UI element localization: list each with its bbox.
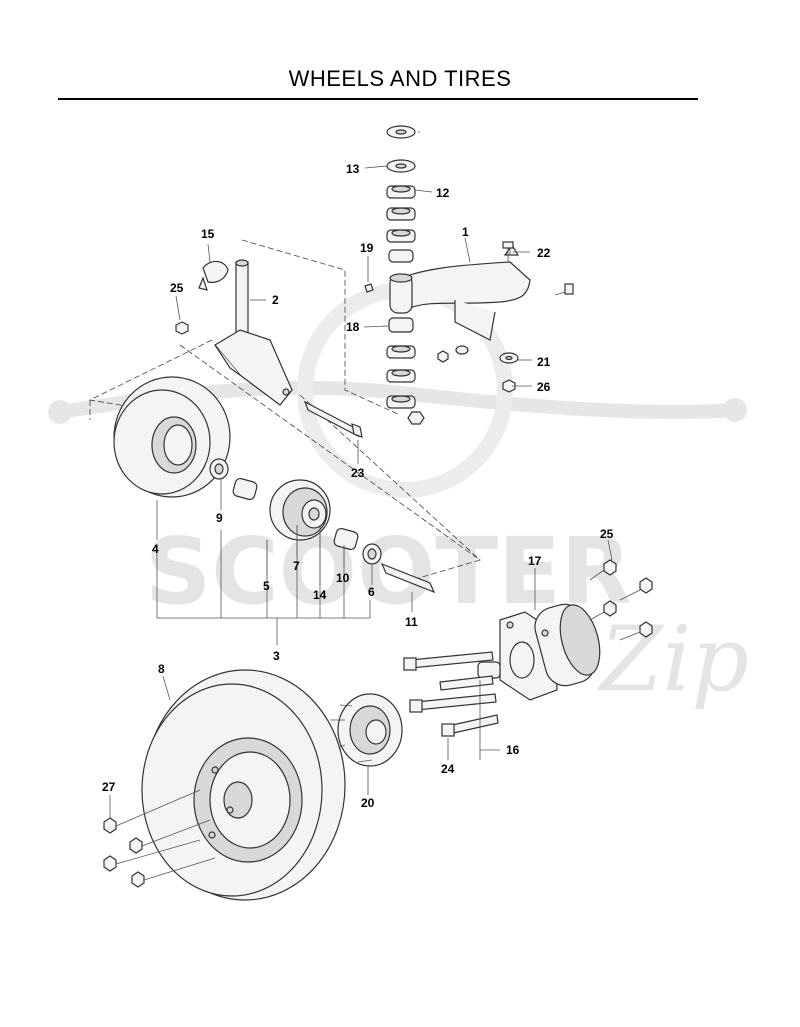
assembly-dash-lines — [88, 239, 481, 581]
callout-7: 7 — [293, 559, 300, 573]
rear-tire — [141, 669, 346, 901]
caster-arm — [389, 243, 574, 341]
wheel-hub — [329, 680, 481, 767]
callout-12: 12 — [436, 186, 450, 200]
motor-bolts — [403, 559, 653, 737]
callout-19: 19 — [360, 241, 374, 255]
callout-13: 13 — [346, 162, 360, 176]
page-title: WHEELS AND TIRES — [288, 66, 512, 91]
wheel-hardware — [209, 458, 436, 594]
callout-1: 1 — [462, 225, 469, 239]
title-rule — [58, 98, 698, 100]
callout-9: 9 — [216, 511, 223, 525]
callout-15: 15 — [201, 227, 215, 241]
callout-2: 2 — [272, 293, 279, 307]
front-tire — [113, 376, 231, 498]
callout-18: 18 — [346, 320, 360, 334]
callout-16: 16 — [506, 743, 520, 757]
lug-nuts — [103, 789, 216, 888]
watermark-script: Zip — [597, 607, 749, 712]
callout-23: 23 — [351, 466, 365, 480]
callout-20: 20 — [361, 796, 375, 810]
callout-26: 26 — [537, 380, 551, 394]
callout-24: 24 — [441, 762, 455, 776]
lower-stack — [386, 317, 425, 425]
callout-21: 21 — [537, 355, 551, 369]
wheel-motor — [477, 603, 601, 701]
callout-25-lower: 25 — [600, 527, 614, 541]
callout-14: 14 — [313, 588, 327, 602]
callouts: 1 2 3 4 5 6 7 8 9 10 11 12 13 14 15 16 1… — [102, 162, 614, 810]
callout-27: 27 — [102, 780, 116, 794]
callout-6: 6 — [368, 585, 375, 599]
axle-bolt — [303, 400, 363, 438]
callout-11: 11 — [405, 615, 418, 629]
callout-4: 4 — [152, 542, 159, 556]
callout-25-upper: 25 — [170, 281, 184, 295]
callout-17: 17 — [528, 554, 542, 568]
callout-3: 3 — [273, 649, 280, 663]
caster-fork — [175, 259, 293, 406]
callout-5: 5 — [263, 579, 270, 593]
callout-8: 8 — [158, 662, 165, 676]
leader-lines — [109, 131, 613, 818]
small-hardware — [364, 241, 519, 393]
spindle-stack — [386, 125, 416, 263]
callout-10: 10 — [336, 571, 350, 585]
callout-22: 22 — [537, 246, 551, 260]
